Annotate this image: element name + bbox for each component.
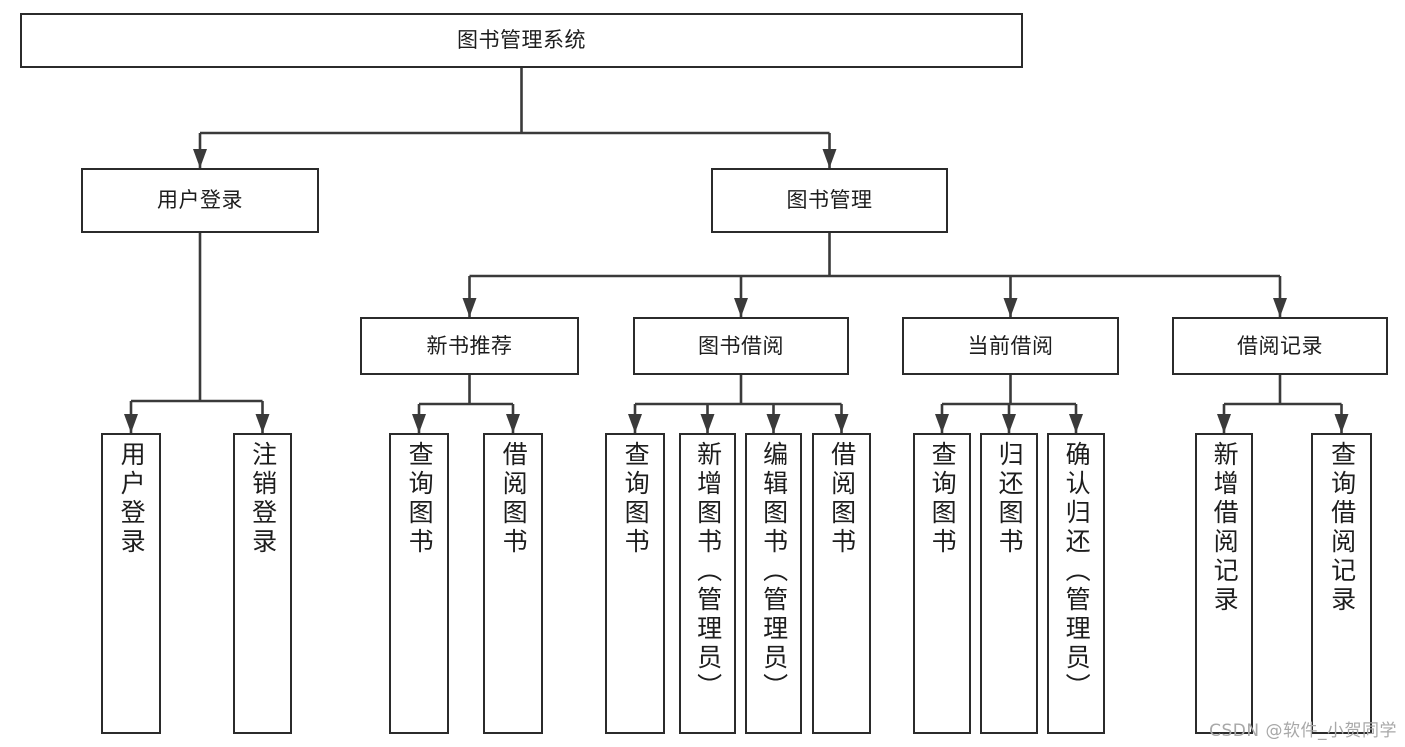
arrowhead-icon <box>766 414 781 433</box>
arrowhead-icon <box>1002 414 1016 433</box>
node-leaf-query-record[interactable]: 查询借阅记录 <box>1311 433 1372 734</box>
node-book-borrow[interactable]: 图书借阅 <box>633 317 849 375</box>
node-label: 借阅记录 <box>1237 333 1323 358</box>
arrowhead-icon <box>834 414 849 433</box>
node-user-login[interactable]: 用户登录 <box>81 168 319 233</box>
arrowhead-icon <box>700 414 715 433</box>
node-leaf-query-book-1[interactable]: 查询图书 <box>389 433 449 734</box>
node-root[interactable]: 图书管理系统 <box>20 13 1023 68</box>
arrowhead-icon <box>462 298 477 317</box>
arrowhead-icon <box>255 414 270 433</box>
node-book-manage[interactable]: 图书管理 <box>711 168 948 233</box>
node-label: 归还图书 <box>995 441 1025 557</box>
arrowhead-icon <box>822 149 837 168</box>
node-leaf-borrow-book-2[interactable]: 借阅图书 <box>812 433 871 734</box>
node-label: 查询图书 <box>621 441 651 557</box>
node-leaf-user-logout[interactable]: 注销登录 <box>233 433 292 734</box>
node-leaf-add-record[interactable]: 新增借阅记录 <box>1195 433 1253 734</box>
node-label: 新增图书（管理员） <box>693 441 723 702</box>
node-label: 注销登录 <box>248 441 278 557</box>
node-label: 查询借阅记录 <box>1327 441 1357 615</box>
arrowhead-icon <box>734 298 748 317</box>
node-new-book-rec[interactable]: 新书推荐 <box>360 317 579 375</box>
node-leaf-user-login[interactable]: 用户登录 <box>101 433 161 734</box>
arrowhead-icon <box>628 414 642 433</box>
arrowhead-icon <box>193 149 207 168</box>
node-leaf-confirm-return[interactable]: 确认归还（管理员） <box>1047 433 1105 734</box>
node-label: 借阅图书 <box>499 441 529 557</box>
arrowhead-icon <box>1273 298 1287 317</box>
node-borrow-record[interactable]: 借阅记录 <box>1172 317 1388 375</box>
node-label: 当前借阅 <box>967 333 1054 358</box>
arrowhead-icon <box>412 414 426 433</box>
node-label: 查询图书 <box>405 441 435 557</box>
node-leaf-query-book-2[interactable]: 查询图书 <box>605 433 665 734</box>
node-label: 用户登录 <box>117 441 147 557</box>
node-label: 图书管理 <box>786 188 873 213</box>
watermark: CSDN @软件_小贺同学 <box>1209 721 1397 741</box>
node-leaf-query-book-3[interactable]: 查询图书 <box>913 433 971 734</box>
node-label: 查询图书 <box>928 441 958 557</box>
node-leaf-edit-book[interactable]: 编辑图书（管理员） <box>745 433 802 734</box>
node-label: 新书推荐 <box>426 333 513 358</box>
arrowhead-icon <box>506 414 520 433</box>
node-leaf-add-book[interactable]: 新增图书（管理员） <box>679 433 736 734</box>
node-leaf-borrow-book-1[interactable]: 借阅图书 <box>483 433 543 734</box>
node-leaf-return-book[interactable]: 归还图书 <box>980 433 1038 734</box>
node-label: 确认归还（管理员） <box>1062 441 1092 702</box>
node-label: 新增借阅记录 <box>1210 441 1240 615</box>
node-label: 用户登录 <box>157 188 243 213</box>
arrowhead-icon <box>935 414 949 433</box>
arrowhead-icon <box>1217 414 1231 433</box>
arrowhead-icon <box>124 414 138 433</box>
node-label: 图书管理系统 <box>457 28 586 53</box>
node-label: 编辑图书（管理员） <box>759 441 789 702</box>
arrowhead-icon <box>1334 414 1349 433</box>
node-label: 图书借阅 <box>698 333 784 358</box>
node-label: 借阅图书 <box>827 441 857 557</box>
node-current-borrow[interactable]: 当前借阅 <box>902 317 1119 375</box>
arrowhead-icon <box>1003 298 1018 317</box>
arrowhead-icon <box>1069 414 1083 433</box>
